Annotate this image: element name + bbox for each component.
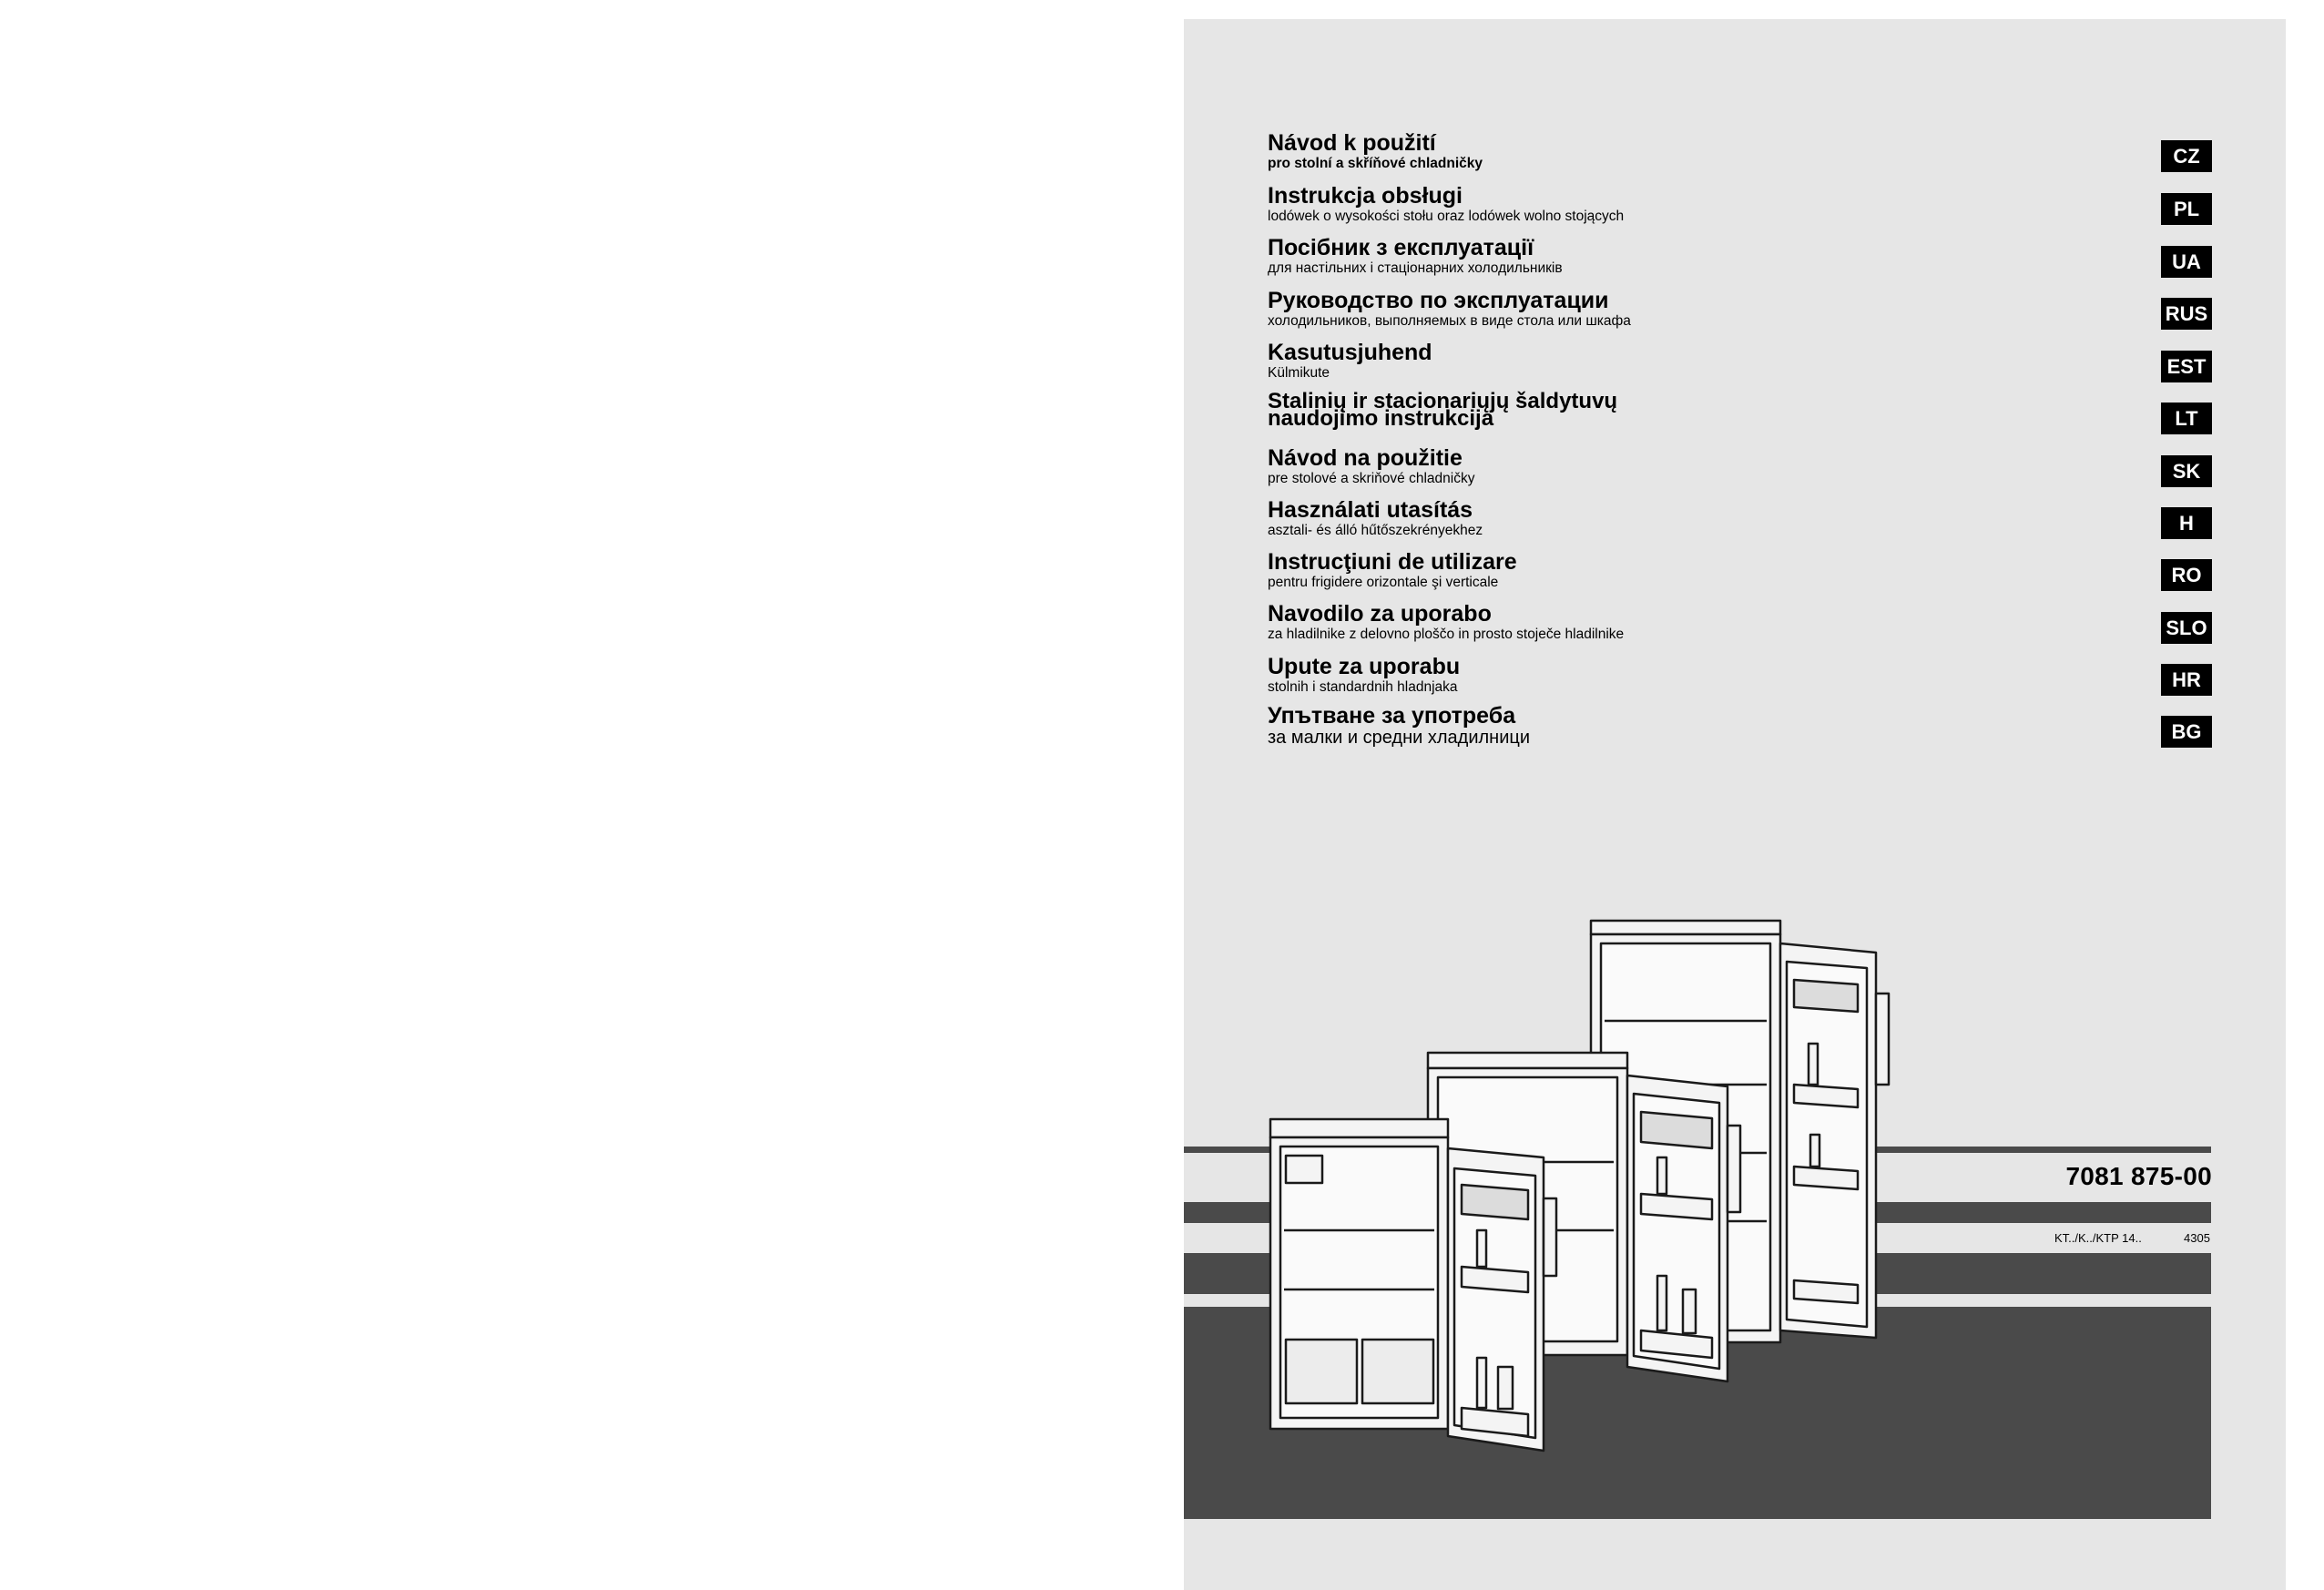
entry-subtitle: за малки и средни хладилници bbox=[1268, 728, 1530, 748]
entry-subtitle: asztali- és álló hűtőszekrényekhez bbox=[1268, 523, 1483, 538]
manual-cover: Návod k použití pro stolní a skříňové ch… bbox=[1184, 19, 2286, 1590]
entry-title: Kasutusjuhend bbox=[1268, 340, 1432, 365]
language-entry-ro: Instrucţiuni de utilizare pentru frigide… bbox=[1268, 549, 2087, 591]
code-text: 4305 bbox=[2184, 1231, 2210, 1245]
language-badge-ua: UA bbox=[2161, 246, 2212, 278]
document-number: 7081 875-00 bbox=[2065, 1162, 2212, 1190]
entry-title: Használati utasítás bbox=[1268, 497, 1473, 523]
language-badge-est: EST bbox=[2161, 351, 2212, 382]
language-entry-ua: Посібник з експлуатації для настільних і… bbox=[1268, 235, 2087, 277]
small-fridge bbox=[1269, 1117, 1558, 1452]
language-entry-est: Kasutusjuhend Külmikute bbox=[1268, 340, 2087, 382]
entry-title: Návod k použití bbox=[1268, 130, 1436, 156]
language-entry-slo: Navodilo za uporabo za hladilnike z delo… bbox=[1268, 601, 2087, 643]
language-badge-bg: BG bbox=[2161, 716, 2212, 748]
entry-subtitle: lodówek o wysokości stołu oraz lodówek w… bbox=[1268, 209, 1625, 224]
language-badge-lt: LT bbox=[2161, 403, 2212, 434]
entry-subtitle: холодильников, выполняемых в виде стола … bbox=[1268, 313, 1631, 329]
language-badge-pl: PL bbox=[2161, 193, 2212, 225]
language-entry-rus: Руководство по эксплуатации холодильнико… bbox=[1268, 288, 2087, 330]
entry-title: Navodilo za uporabo bbox=[1268, 601, 1492, 627]
language-entry-hr: Upute za uporabu stolnih i standardnih h… bbox=[1268, 654, 2087, 696]
entry-subtitle: pro stolní a skříňové chladničky bbox=[1268, 156, 1483, 171]
language-badge-rus: RUS bbox=[2161, 298, 2212, 330]
language-badge-slo: SLO bbox=[2161, 612, 2212, 644]
language-entry-lt: Stalinių ir stacionariųjų šaldytuvų naud… bbox=[1268, 389, 2087, 431]
language-badge-ro: RO bbox=[2161, 559, 2212, 591]
entry-title: Upute za uporabu bbox=[1268, 654, 1461, 679]
language-badge-cz: CZ bbox=[2161, 140, 2212, 172]
entry-subtitle: pre stolové a skriňové chladničky bbox=[1268, 471, 1475, 486]
entry-subtitle: Külmikute bbox=[1268, 365, 1330, 381]
entry-title: Упътване за употреба bbox=[1268, 703, 1516, 729]
entry-subtitle: za hladilnike z delovno ploščo in prosto… bbox=[1268, 627, 1625, 642]
entry-title: Stalinių ir stacionariųjų šaldytuvų naud… bbox=[1268, 389, 1618, 431]
entry-title: Instrucţiuni de utilizare bbox=[1268, 549, 1517, 575]
language-entry-pl: Instrukcja obsługi lodówek o wysokości s… bbox=[1268, 183, 2087, 225]
entry-title: Руководство по эксплуатации bbox=[1268, 288, 1609, 313]
model-text: KT../K../KTP 14.. bbox=[2054, 1231, 2142, 1245]
language-badge-hr: HR bbox=[2161, 664, 2212, 696]
language-entry-sk: Návod na použitie pre stolové a skriňové… bbox=[1268, 445, 2087, 487]
entry-subtitle: stolnih i standardnih hladnjaka bbox=[1268, 679, 1458, 695]
entry-subtitle: для настільних і стаціонарних холодильни… bbox=[1268, 260, 1563, 276]
language-entry-bg: Упътване за употреба за малки и средни х… bbox=[1268, 705, 2087, 748]
language-entry-h: Használati utasítás asztali- és álló hűt… bbox=[1268, 497, 2087, 539]
language-entry-cz: Návod k použití pro stolní a skříňové ch… bbox=[1268, 130, 2087, 172]
entry-title: Návod na použitie bbox=[1268, 445, 1463, 471]
entry-title: Instrukcja obsługi bbox=[1268, 183, 1463, 209]
language-badge-h: H bbox=[2161, 507, 2212, 539]
entry-title: Посібник з експлуатації bbox=[1268, 235, 1534, 260]
language-badge-sk: SK bbox=[2161, 455, 2212, 487]
refrigerators-icon bbox=[1269, 919, 1891, 1452]
entry-subtitle: pentru frigidere orizontale şi verticale bbox=[1268, 575, 1499, 590]
